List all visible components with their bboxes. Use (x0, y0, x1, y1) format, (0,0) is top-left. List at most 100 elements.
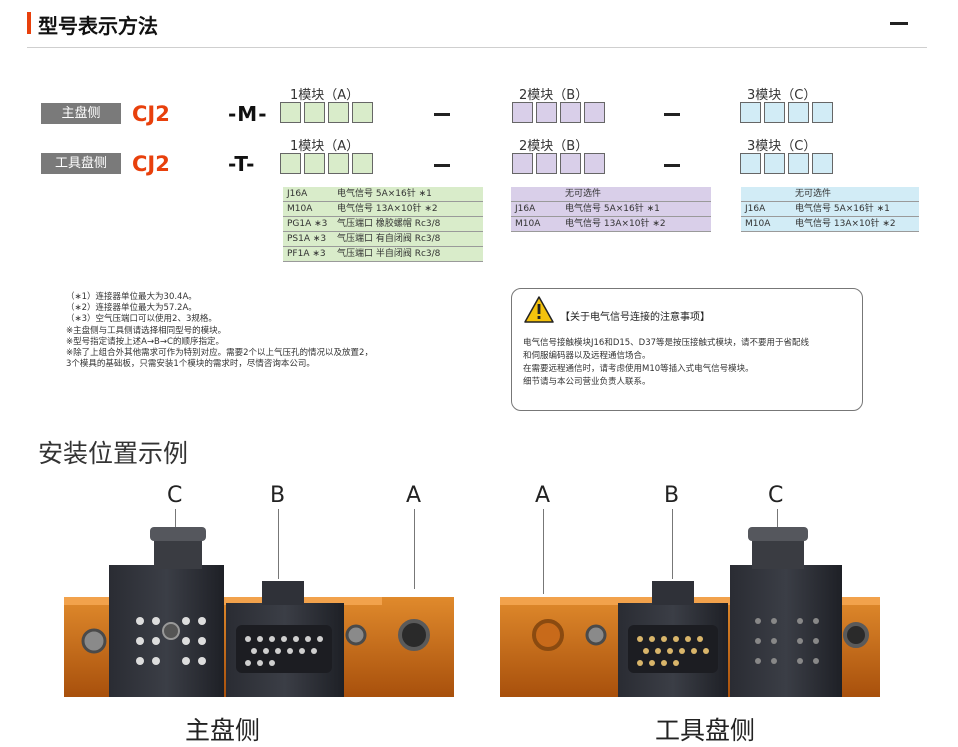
caution-line: 和伺服编码器以及远程通信场合。 (523, 351, 651, 361)
option-desc: 电气信号 5A×16针 ∗1 (337, 189, 432, 199)
box (512, 153, 533, 174)
box (740, 153, 761, 174)
leader-line (543, 509, 544, 594)
caution-line: 细节请与本公司营业负责人联系。 (523, 377, 651, 387)
table-row: 无可选件 (741, 187, 919, 202)
warning-icon (524, 296, 554, 323)
table-row: 无可选件 (511, 187, 711, 202)
module-label-a: 1模块（A） (290, 139, 360, 154)
table-row: PF1A ∗3 气压端口 半自闭阀 Rc3/8 (283, 247, 483, 262)
caution-box (511, 288, 863, 411)
box (280, 153, 301, 174)
box (560, 153, 581, 174)
option-code (741, 187, 789, 201)
option-desc: 无可选件 (795, 189, 832, 199)
option-desc: 电气信号 5A×16针 ∗1 (565, 204, 660, 214)
table-row: J16A 电气信号 5A×16针 ∗1 (511, 202, 711, 217)
option-desc: 气压端口 有自闭阀 Rc3/8 (337, 234, 441, 244)
box (536, 102, 557, 123)
header-divider (27, 47, 927, 48)
tool-module-c-boxes (740, 153, 833, 174)
option-desc: 气压端口 橡胶螺帽 Rc3/8 (337, 219, 441, 229)
option-code: J16A (511, 202, 559, 216)
caution-line: 在需要远程通信时，请考虑使用M10等插入式电气信号模块。 (523, 364, 754, 374)
tool-side-tag: 工具盘侧 (41, 153, 121, 174)
table-row: M10A 电气信号 13A×10针 ∗2 (741, 217, 919, 232)
option-desc: 电气信号 5A×16针 ∗1 (795, 204, 890, 214)
box (328, 102, 349, 123)
option-code: M10A (741, 217, 789, 231)
header-accent-bar (27, 12, 31, 34)
option-code: PG1A ∗3 (283, 217, 331, 231)
box (740, 102, 761, 123)
module-label-c: 3模块（C） (747, 88, 817, 103)
table-row: PG1A ∗3 气压端口 橡胶螺帽 Rc3/8 (283, 217, 483, 232)
option-code: M10A (283, 202, 331, 216)
box (584, 153, 605, 174)
box (512, 102, 533, 123)
table-row: J16A 电气信号 5A×16针 ∗1 (283, 187, 483, 202)
position-letter: C (768, 483, 784, 508)
position-letter: C (167, 483, 183, 508)
tool-code: -T- (228, 152, 256, 176)
module-label-b: 2模块（B） (519, 88, 589, 103)
separator-dash (434, 164, 450, 167)
caution-title: 【关于电气信号连接的注意事项】 (560, 312, 710, 323)
box (764, 153, 785, 174)
leader-line (672, 509, 673, 579)
leader-line (777, 509, 778, 534)
install-title: 安装位置示例 (38, 439, 189, 468)
option-desc: 气压端口 半自闭阀 Rc3/8 (337, 249, 441, 259)
master-module-c-boxes (740, 102, 833, 123)
note-line: （∗2）连接器单位最大为57.2A。 (66, 303, 197, 314)
option-desc: 无可选件 (565, 189, 602, 199)
separator-dash (434, 113, 450, 116)
module-label-b: 2模块（B） (519, 139, 589, 154)
note-line: ※主盘侧与工具侧请选择相同型号的模块。 (66, 325, 227, 336)
footnotes: （∗1）连接器单位最大为30.4A。 （∗2）连接器单位最大为57.2A。 （∗… (66, 292, 373, 370)
box (536, 153, 557, 174)
box (584, 102, 605, 123)
master-code: -M- (228, 102, 268, 126)
module-label-c: 3模块（C） (747, 139, 817, 154)
option-code (511, 187, 559, 201)
box (764, 102, 785, 123)
separator-dash (664, 113, 680, 116)
note-line: 3个模具的基础板，只需安装1个模块的需求时，尽情咨询本公司。 (66, 359, 315, 370)
option-code: PF1A ∗3 (283, 247, 331, 261)
leader-line (278, 509, 279, 579)
tool-side-caption: 工具盘侧 (655, 716, 756, 745)
option-desc: 电气信号 13A×10针 ∗2 (795, 219, 896, 229)
box (812, 102, 833, 123)
box (304, 102, 325, 123)
box (280, 102, 301, 123)
position-letter: A (406, 483, 422, 508)
note-line: （∗3）空气压端口可以使用2、3规格。 (66, 314, 217, 325)
tool-series: CJ2 (132, 152, 170, 176)
option-code: J16A (283, 187, 331, 201)
leader-line (175, 509, 176, 537)
option-code: M10A (511, 217, 559, 231)
note-line: ※除了上组合外其他需求可作为特别对应。需要2个以上气压孔的情况以及放置2， (66, 348, 373, 359)
master-side-caption: 主盘侧 (185, 716, 261, 745)
box (788, 102, 809, 123)
leader-line (414, 509, 415, 589)
master-side-tag: 主盘侧 (41, 103, 121, 124)
collapse-icon[interactable] (890, 22, 908, 25)
box (560, 102, 581, 123)
master-side-illustration (64, 527, 454, 697)
position-letter: B (664, 483, 680, 508)
box (304, 153, 325, 174)
master-module-b-boxes (512, 102, 605, 123)
tool-side-illustration (500, 527, 880, 697)
box (352, 153, 373, 174)
box (328, 153, 349, 174)
module-label-a: 1模块（A） (290, 88, 360, 103)
